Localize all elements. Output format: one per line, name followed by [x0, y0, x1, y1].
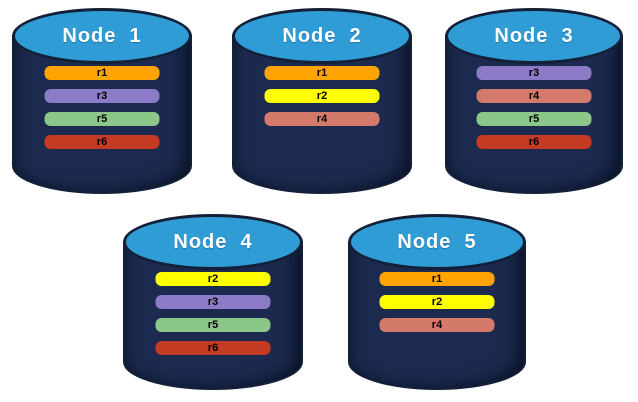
replica-label: r5 — [96, 113, 108, 125]
replica-bar-r1: r1 — [44, 66, 160, 80]
replica-bar-list: r1 r2 r4 — [264, 66, 380, 126]
replica-label: r5 — [207, 319, 219, 331]
replica-bar-list: r1 r2 r4 — [379, 272, 495, 332]
replica-bar-r6: r6 — [44, 135, 160, 149]
replica-label: r1 — [96, 67, 108, 79]
replica-bar-r2: r2 — [155, 272, 271, 286]
node-title: Node 5 — [397, 230, 477, 253]
replica-bar-list: r3 r4 r5 r6 — [476, 66, 592, 149]
replica-bar-r1: r1 — [264, 66, 380, 80]
cylinder-top-ellipse — [445, 8, 623, 64]
replica-bar-r5: r5 — [44, 112, 160, 126]
replica-bar-r6: r6 — [155, 341, 271, 355]
replica-label: r3 — [528, 67, 540, 79]
node-title: Node 3 — [494, 24, 574, 47]
replica-bar-r3: r3 — [155, 295, 271, 309]
replica-bar-r4: r4 — [264, 112, 380, 126]
db-node-5: Node 5 r1 r2 r4 — [348, 214, 526, 390]
replica-bar-r6: r6 — [476, 135, 592, 149]
replica-label: r4 — [316, 113, 328, 125]
db-node-1: Node 1 r1 r3 r5 r6 — [12, 8, 192, 194]
cylinder-top-ellipse — [12, 8, 192, 64]
replica-bar-r5: r5 — [476, 112, 592, 126]
db-node-4: Node 4 r2 r3 r5 r6 — [123, 214, 303, 390]
replica-label: r6 — [96, 136, 108, 148]
replica-bar-r3: r3 — [476, 66, 592, 80]
replica-label: r5 — [528, 113, 540, 125]
replica-bar-r4: r4 — [476, 89, 592, 103]
node-title: Node 1 — [62, 24, 142, 47]
replica-bar-r3: r3 — [44, 89, 160, 103]
node-title: Node 4 — [173, 230, 253, 253]
db-node-3: Node 3 r3 r4 r5 r6 — [445, 8, 623, 194]
replica-bar-r5: r5 — [155, 318, 271, 332]
replica-label: r3 — [96, 90, 108, 102]
replica-label: r6 — [207, 342, 219, 354]
node-title: Node 2 — [282, 24, 362, 47]
replica-bar-r2: r2 — [264, 89, 380, 103]
replica-label: r2 — [316, 90, 328, 102]
replica-label: r1 — [316, 67, 328, 79]
replica-label: r4 — [431, 319, 443, 331]
cylinder-top-ellipse — [348, 214, 526, 270]
replica-bar-r1: r1 — [379, 272, 495, 286]
replica-bar-list: r2 r3 r5 r6 — [155, 272, 271, 355]
cylinder-top-ellipse — [123, 214, 303, 270]
cylinder-top-ellipse — [232, 8, 412, 64]
replica-label: r2 — [431, 296, 443, 308]
db-node-2: Node 2 r1 r2 r4 — [232, 8, 412, 194]
replica-label: r1 — [431, 273, 443, 285]
replica-bar-r4: r4 — [379, 318, 495, 332]
replica-label: r6 — [528, 136, 540, 148]
replica-label: r4 — [528, 90, 540, 102]
replica-bar-r2: r2 — [379, 295, 495, 309]
replica-bar-list: r1 r3 r5 r6 — [44, 66, 160, 149]
replica-label: r2 — [207, 273, 219, 285]
replica-label: r3 — [207, 296, 219, 308]
